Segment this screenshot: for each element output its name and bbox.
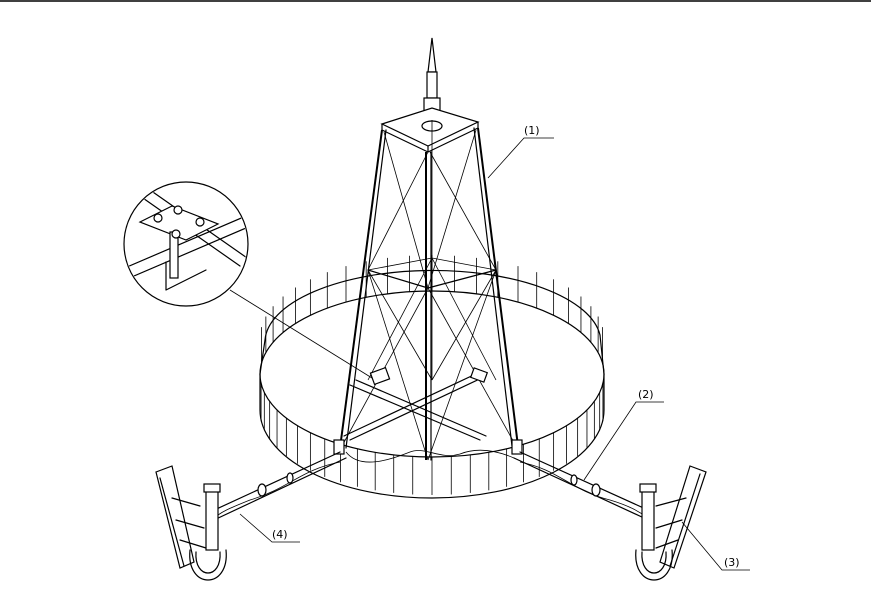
right-earth-electrode — [636, 466, 706, 580]
callout-label-4: (4) — [272, 528, 288, 541]
bar-clamp — [471, 368, 488, 382]
left-earth-electrode — [156, 466, 226, 580]
callout-3: (3) — [682, 522, 750, 570]
callout-label-2: (2) — [638, 388, 654, 401]
callout-label-3: (3) — [724, 556, 740, 569]
callout-4: (4) — [240, 514, 300, 542]
callout-label-1: (1) — [524, 124, 540, 137]
lightning-rod-tip — [428, 38, 436, 72]
callout-1: (1) — [488, 124, 554, 178]
callout-2: (2) — [584, 388, 664, 480]
lattice-tower — [340, 38, 518, 460]
earthing-conductors — [210, 368, 648, 520]
detail-magnifier — [120, 182, 372, 378]
